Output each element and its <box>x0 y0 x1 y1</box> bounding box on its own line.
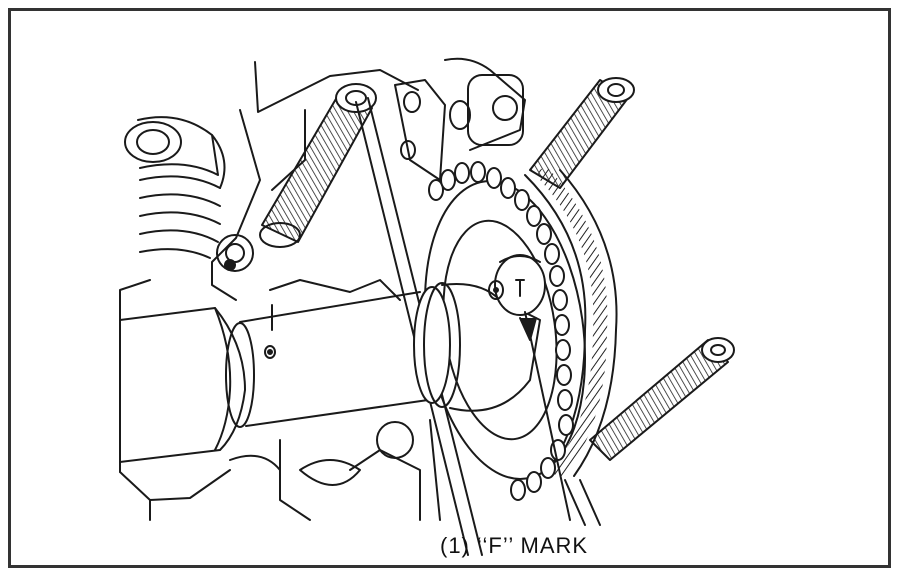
stud-upper <box>260 84 376 247</box>
stud-right-lower <box>590 338 734 460</box>
cam-chain-links <box>429 162 573 500</box>
camshaft <box>120 283 540 462</box>
callout-label: ‘‘F’’ MARK <box>477 533 589 558</box>
f-mark-callout: (1) ‘‘F’’ MARK <box>440 533 588 559</box>
stud-right-upper <box>530 78 634 188</box>
f-mark-leader <box>520 312 600 525</box>
callout-number: (1) <box>440 533 470 558</box>
valve-spring <box>125 117 225 258</box>
cylinder-head <box>120 62 440 520</box>
chain-guide <box>356 59 525 555</box>
timing-mark-ring <box>489 255 545 315</box>
